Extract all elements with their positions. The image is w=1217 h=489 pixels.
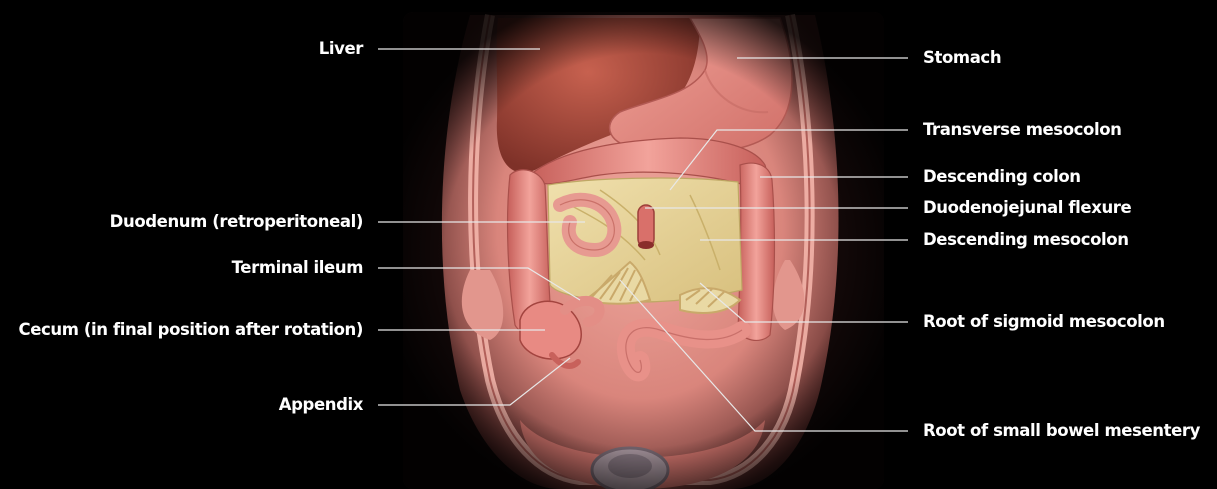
label-descending-mesocolon: Descending mesocolon: [923, 230, 1129, 250]
label-liver: Liver: [319, 39, 363, 59]
label-transverse-mesocolon: Transverse mesocolon: [923, 120, 1122, 140]
label-duodenum: Duodenum (retroperitoneal): [110, 212, 363, 232]
label-stomach: Stomach: [923, 48, 1001, 68]
label-duodenojejunal-flexure: Duodenojejunal flexure: [923, 198, 1131, 218]
label-terminal-ileum: Terminal ileum: [232, 258, 363, 278]
label-descending-colon: Descending colon: [923, 167, 1081, 187]
label-appendix: Appendix: [279, 395, 363, 415]
label-root-small-bowel-mesentery: Root of small bowel mesentery: [923, 421, 1200, 441]
label-root-sigmoid-mesocolon: Root of sigmoid mesocolon: [923, 312, 1165, 332]
label-cecum: Cecum (in final position after rotation): [19, 320, 364, 340]
